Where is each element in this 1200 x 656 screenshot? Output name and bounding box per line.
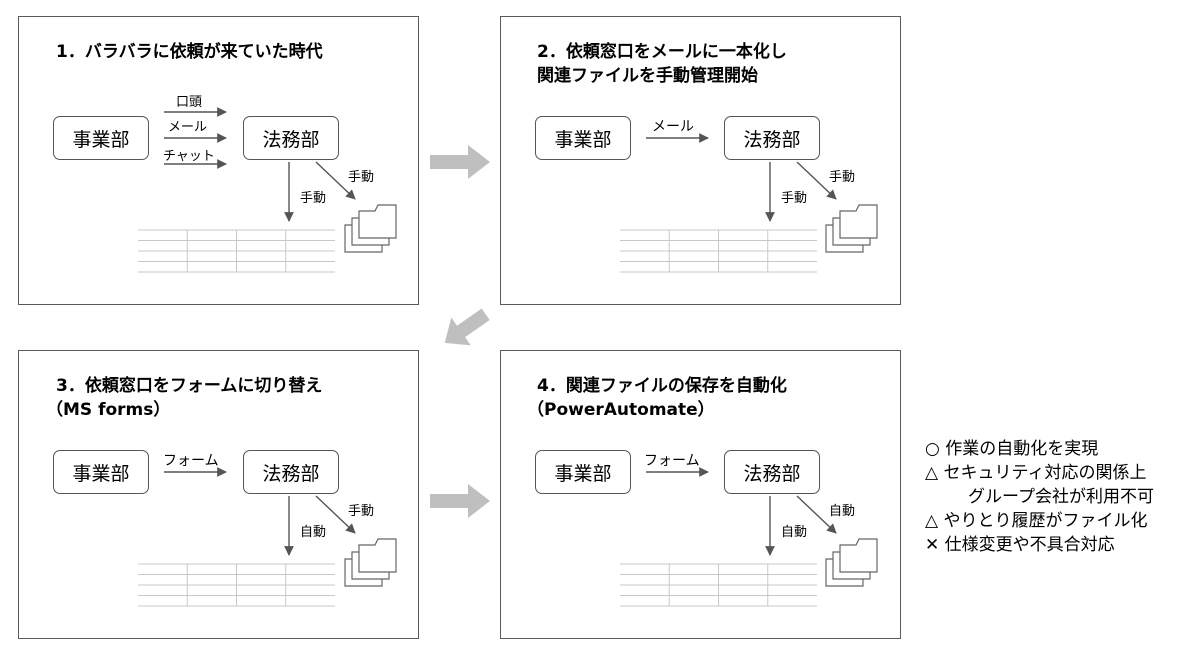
panel-4-files-flow-label: 自動: [829, 504, 856, 519]
panel-4: [500, 350, 901, 639]
panel-4-title-line-2: （PowerAutomate）: [527, 400, 715, 420]
flow-arrow-down-left: [444, 308, 490, 346]
panel-3-channel-label: フォーム: [163, 453, 219, 469]
panel-1-channel-label: メール: [168, 120, 208, 135]
data-table-icon: [620, 563, 817, 607]
note-line: △ セキュリティ対応の関係上: [925, 463, 1147, 483]
panel-4-table-flow-label: 自動: [781, 525, 808, 540]
data-table-icon: [138, 229, 335, 273]
panel-3-title-line-2: （MS forms）: [46, 400, 171, 420]
panel-4-channel-label: フォーム: [644, 453, 700, 469]
panel-1-title: 1．バラバラに依頼が来ていた時代: [56, 42, 323, 62]
panel-1-channel-label: チャット: [163, 149, 215, 164]
panel-1-table-flow-label: 手動: [300, 191, 327, 206]
evaluation-notes: ○ 作業の自動化を実現 △ セキュリティ対応の関係上 グループ会社が利用不可 △…: [925, 437, 1154, 557]
panel-1-arrow-to-files: [315, 161, 356, 200]
panel-4-arrow-to-files: [796, 495, 837, 534]
panel-1-target-node: 法務部: [243, 116, 339, 160]
panel-2: [500, 16, 901, 305]
panel-2-title-line-1: 2．依頼窓口をメールに一本化し: [537, 42, 787, 62]
panel-1-channel-label: 口頭: [176, 95, 203, 110]
panel-3: [18, 350, 419, 639]
panel-3-source-node: 事業部: [53, 450, 149, 494]
data-table-icon: [620, 229, 817, 273]
note-line: グループ会社が利用不可: [968, 487, 1154, 507]
panel-2-source-node: 事業部: [535, 116, 631, 160]
panel-4-target-node: 法務部: [724, 450, 820, 494]
flow-arrow-right: [430, 145, 490, 179]
note-line: ✕ 仕様変更や不具合対応: [925, 535, 1115, 555]
panel-3-files-flow-label: 手動: [348, 504, 375, 519]
panel-2-target-node: 法務部: [724, 116, 820, 160]
files-folder-icon: [825, 538, 878, 587]
flow-arrow-right: [430, 484, 490, 518]
files-folder-icon: [344, 538, 397, 587]
panel-2-title-line-2: 関連ファイルを手動管理開始: [537, 66, 758, 86]
data-table-icon: [138, 563, 335, 607]
panel-4-title-line-1: 4．関連ファイルの保存を自動化: [537, 376, 787, 396]
panel-2-files-flow-label: 手動: [829, 170, 856, 185]
panel-3-target-node: 法務部: [243, 450, 339, 494]
files-folder-icon: [344, 204, 397, 253]
files-folder-icon: [825, 204, 878, 253]
panel-2-channel-label: メール: [652, 119, 694, 135]
panel-3-table-flow-label: 自動: [300, 525, 327, 540]
note-line: ○ 作業の自動化を実現: [925, 439, 1099, 459]
panel-4-source-node: 事業部: [535, 450, 631, 494]
panel-1-source-node: 事業部: [53, 116, 149, 160]
panel-3-title-line-1: 3．依頼窓口をフォームに切り替え: [56, 376, 323, 396]
panel-2-arrow-to-files: [796, 161, 837, 200]
panel-1-files-flow-label: 手動: [348, 170, 375, 185]
note-line: △ やりとり履歴がファイル化: [925, 511, 1148, 531]
panel-2-table-flow-label: 手動: [781, 191, 808, 206]
panel-3-arrow-to-files: [315, 495, 356, 534]
